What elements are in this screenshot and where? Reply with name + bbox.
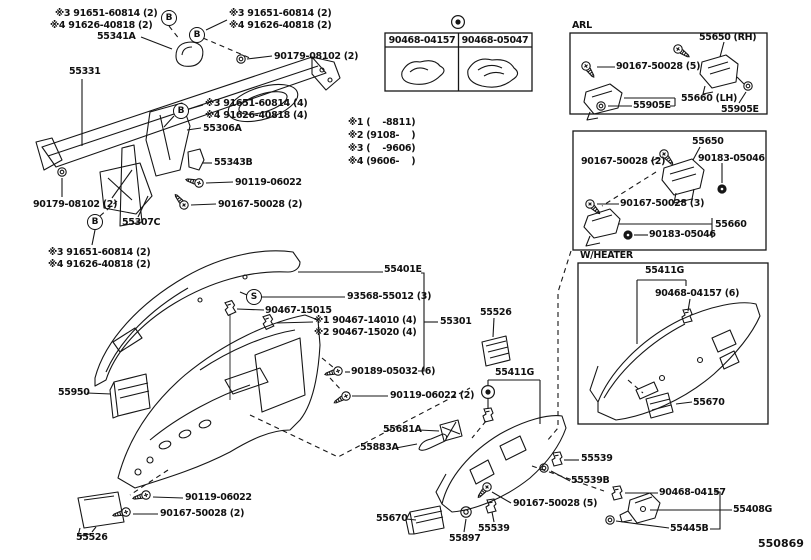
arl-sensor-sketches xyxy=(583,54,739,121)
callout-91626-40818-tc: ※4 91626-40818 (2) xyxy=(229,20,332,31)
plate-55526-sketch xyxy=(77,491,125,537)
callout-90167-50028-5: 90167-50028 (5) xyxy=(513,498,598,509)
callout-55539b: 55539B xyxy=(571,475,610,486)
vent-55670-sketch xyxy=(405,505,445,535)
callout-91626-40818-mid: ※4 91626-40818 (4) xyxy=(205,110,308,121)
callout-90167-50028-2-box: 90167-50028 (2) xyxy=(581,156,666,167)
callout-55307c: 55307C xyxy=(122,217,161,228)
callout-55905e-b: 55905E xyxy=(721,104,759,115)
inset-frames xyxy=(384,32,769,425)
instrument-panel-sketch xyxy=(117,314,321,489)
arl-inset-title: ARL xyxy=(572,20,592,31)
cluster-bezel-sketch xyxy=(435,415,567,513)
badge-b2: B xyxy=(189,27,205,43)
callout-93568-55012: 93568-55012 (3) xyxy=(347,291,432,302)
callout-90468-04157: 90468-04157 xyxy=(659,487,726,498)
callout-55539-a: 55539 xyxy=(581,453,613,464)
callout-55650: 55650 xyxy=(692,136,724,147)
callout-55539-b: 55539 xyxy=(478,523,510,534)
badge-b3: B xyxy=(173,103,189,119)
bullseye-icon xyxy=(481,385,495,399)
callout-91651-60814-mid: ※3 91651-60814 (4) xyxy=(205,98,308,109)
strip-55883a-sketch xyxy=(418,433,448,451)
callout-55343b: 55343B xyxy=(214,157,253,168)
callout-55660: 55660 xyxy=(715,219,747,230)
callout-55883a: 55883A xyxy=(360,442,399,453)
leader-lines xyxy=(61,19,747,533)
callout-55408g: 55408G xyxy=(733,504,773,515)
callout-90179-08102-left: 90179-08102 (2) xyxy=(33,199,118,210)
callout-55301: 55301 xyxy=(440,316,472,327)
heater-bezel-sketch xyxy=(589,302,761,421)
callout-90167-50028-2-mid: 90167-50028 (2) xyxy=(218,199,303,210)
table-col-90468-04157: 90468-04157 xyxy=(388,35,456,46)
fasteners xyxy=(57,42,753,525)
bracket-55408g-sketch xyxy=(619,492,661,524)
callout-90467-15015: 90467-15015 xyxy=(265,305,332,316)
table-clip-sketches xyxy=(401,58,519,88)
vent-55950-sketch xyxy=(109,373,151,419)
callout-91651-60814-tl: ※3 91651-60814 (2) xyxy=(55,8,158,19)
callout-91651-60814-tc: ※3 91651-60814 (2) xyxy=(229,8,332,19)
sensor-inset-sketches xyxy=(583,158,705,247)
callout-55341a: 55341A xyxy=(97,31,136,42)
callout-91626-40818-ll: ※4 91626-40818 (2) xyxy=(48,259,151,270)
note-2: ※2 (9108- ) xyxy=(348,130,416,141)
callout-55526-right: 55526 xyxy=(480,307,512,318)
crossmember-sketch xyxy=(35,41,341,227)
bracket-hole xyxy=(639,505,647,513)
callout-90179-08102-top: 90179-08102 (2) xyxy=(274,51,359,62)
vent-55526-sketch xyxy=(481,335,511,367)
callout-55950: 55950 xyxy=(58,387,90,398)
heater-inset-title: W/HEATER xyxy=(580,250,633,261)
callout-90468-04157-6: 90468-04157 (6) xyxy=(655,288,740,299)
callout-55905e-a: 55905E xyxy=(633,100,671,111)
callout-55650-rh: 55650 (RH) xyxy=(699,32,757,43)
callout-55401e: 55401E xyxy=(384,264,422,275)
callout-55681a: 55681A xyxy=(383,424,422,435)
callout-90183-05046-a: 90183-05046 xyxy=(698,153,765,164)
table-col-90468-05047: 90468-05047 xyxy=(461,35,529,46)
callout-90167-50028-2-bl: 90167-50028 (2) xyxy=(160,508,245,519)
callout-55660-lh: 55660 (LH) xyxy=(681,93,738,104)
callout-90119-06022-2: 90119-06022 (2) xyxy=(390,390,475,401)
callout-55306a: 55306A xyxy=(203,123,242,134)
badge-b1: B xyxy=(161,10,177,26)
callout-90467-14010: ※1 90467-14010 (4) xyxy=(314,315,417,326)
callout-55670-heater: 55670 xyxy=(693,397,725,408)
clip-55681a-sketch xyxy=(439,419,463,442)
callout-91651-60814-ll: ※3 91651-60814 (2) xyxy=(48,247,151,258)
callout-55411g: 55411G xyxy=(495,367,535,378)
callout-90119-06022-mid: 90119-06022 xyxy=(235,177,302,188)
bullseye-icon xyxy=(451,15,465,29)
callout-90189-05032: 90189-05032 (6) xyxy=(351,366,436,377)
badge-b4: B xyxy=(87,214,103,230)
callout-90467-15020: ※2 90467-15020 (4) xyxy=(314,327,417,338)
callout-90167-50028-5-arl: 90167-50028 (5) xyxy=(616,61,701,72)
badge-s: S xyxy=(246,289,262,305)
callout-90119-06022-bl: 90119-06022 xyxy=(185,492,252,503)
page-code: 550869 xyxy=(758,537,804,550)
callout-55445b: 55445B xyxy=(670,523,709,534)
dashed-lines xyxy=(99,25,657,496)
callout-55670: 55670 xyxy=(376,513,408,524)
callout-90167-50028-3: 90167-50028 (3) xyxy=(620,198,705,209)
callout-55411g-heater: 55411G xyxy=(645,265,685,276)
callout-55331: 55331 xyxy=(69,66,101,77)
note-1: ※1 ( -8811) xyxy=(348,117,416,128)
note-3: ※3 ( -9606) xyxy=(348,143,416,154)
callout-90183-05046-b: 90183-05046 xyxy=(649,229,716,240)
callout-55526-bl: 55526 xyxy=(76,532,108,543)
callout-55897: 55897 xyxy=(449,533,481,544)
callout-91626-40818-tl: ※4 91626-40818 (2) xyxy=(50,20,153,31)
safety-pad-sketch xyxy=(94,250,301,387)
note-4: ※4 (9606- ) xyxy=(348,156,416,167)
part-sketches xyxy=(35,41,761,537)
